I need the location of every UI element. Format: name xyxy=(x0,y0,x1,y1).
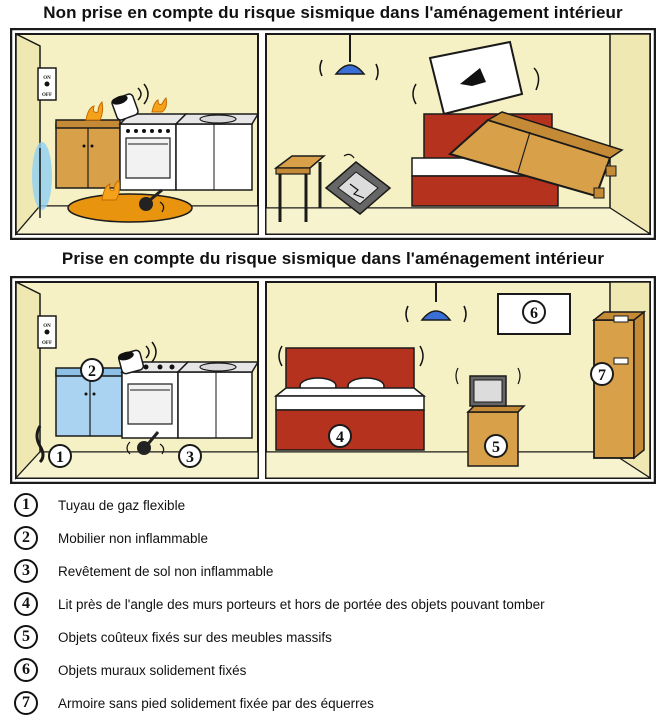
fire-icon xyxy=(151,96,167,113)
legend-number: 7 xyxy=(14,691,38,715)
marker-4: 4 xyxy=(336,429,344,446)
marker-5: 5 xyxy=(492,439,500,456)
legend-text: Armoire sans pied solidement fixée par d… xyxy=(58,695,374,711)
legend-item: 4 Lit près de l'angle des murs porteurs … xyxy=(14,589,545,619)
marker-7: 7 xyxy=(598,367,606,384)
counter-sink xyxy=(174,113,260,191)
legend-number: 1 xyxy=(14,493,38,517)
legend-text: Mobilier non inflammable xyxy=(58,530,209,546)
marker-2: 2 xyxy=(80,358,104,382)
bed-safe: 4 xyxy=(273,345,427,451)
marker-1: 1 xyxy=(48,444,72,468)
rug xyxy=(67,193,193,223)
legend-item: 5 Objets coûteux fixés sur des meubles m… xyxy=(14,622,332,652)
heading-top: Non prise en compte du risque sismique d… xyxy=(43,3,623,22)
switch-off-label: OFF xyxy=(42,93,52,98)
fire-icon xyxy=(85,100,104,121)
legend-item: 7 Armoire sans pied solidement fixée par… xyxy=(14,688,374,718)
svg-text:3: 3 xyxy=(186,449,194,466)
wooden-cabinet xyxy=(55,119,121,189)
kitchen-unsafe: ON OFF xyxy=(14,32,260,237)
legend-item: 1 Tuyau de gaz flexible xyxy=(14,490,185,520)
fallen-pan-icon xyxy=(126,431,165,455)
fixed-wardrobe: 7 xyxy=(590,310,647,460)
legend-item: 3 Revêtement de sol non inflammable xyxy=(14,556,273,586)
gas-leak-icon xyxy=(32,142,52,210)
pot-icon xyxy=(117,341,157,375)
marker-6: 6 xyxy=(530,305,538,322)
legend-number: 3 xyxy=(14,559,38,583)
legend-number: 4 xyxy=(14,592,38,616)
svg-text:1: 1 xyxy=(56,449,64,466)
falling-pot-icon xyxy=(111,83,149,121)
marker-3: 3 xyxy=(178,444,202,468)
switch-panel: ON OFF xyxy=(37,67,57,101)
counter-sink xyxy=(176,361,260,439)
legend-text: Objets muraux solidement fixés xyxy=(58,662,247,678)
legend-text: Objets coûteux fixés sur des meubles mas… xyxy=(58,629,332,645)
fixed-picture: 6 xyxy=(497,293,571,335)
legend-number: 5 xyxy=(14,625,38,649)
falling-picture-icon xyxy=(412,40,540,116)
scene-unsafe: ON OFF xyxy=(10,28,656,240)
legend-text: Lit près de l'angle des murs porteurs et… xyxy=(58,596,545,612)
legend-item: 2 Mobilier non inflammable xyxy=(14,523,208,553)
gas-hose xyxy=(35,425,45,464)
legend-item: 6 Objets muraux solidement fixés xyxy=(14,655,246,685)
svg-text:2: 2 xyxy=(88,363,96,380)
bedroom-safe: 6 4 5 xyxy=(265,281,652,480)
switch-on-label: ON xyxy=(43,76,51,81)
broken-tv-icon xyxy=(324,153,392,215)
scene-safe: ON OFF xyxy=(10,276,656,484)
stove xyxy=(120,361,190,439)
heading-bottom: Prise en compte du risque sismique dans … xyxy=(61,249,605,268)
switch-panel: ON OFF xyxy=(37,315,57,349)
legend-number: 6 xyxy=(14,658,38,682)
legend-number: 2 xyxy=(14,526,38,550)
stool xyxy=(273,155,327,222)
fire-icon xyxy=(101,179,121,201)
legend-text: Tuyau de gaz flexible xyxy=(58,497,186,513)
ceiling-lamp-icon xyxy=(319,34,379,81)
switch-off-label: OFF xyxy=(42,341,52,346)
fallen-wardrobe xyxy=(447,111,624,199)
tv-on-cabinet: 5 xyxy=(455,367,526,467)
kitchen-safe: ON OFF xyxy=(14,280,260,480)
switch-on-label: ON xyxy=(43,324,51,329)
legend-text: Revêtement de sol non inflammable xyxy=(58,563,274,579)
fallen-pan-icon xyxy=(139,188,165,213)
ceiling-lamp-icon xyxy=(405,282,467,323)
bedroom-unsafe xyxy=(265,33,652,236)
